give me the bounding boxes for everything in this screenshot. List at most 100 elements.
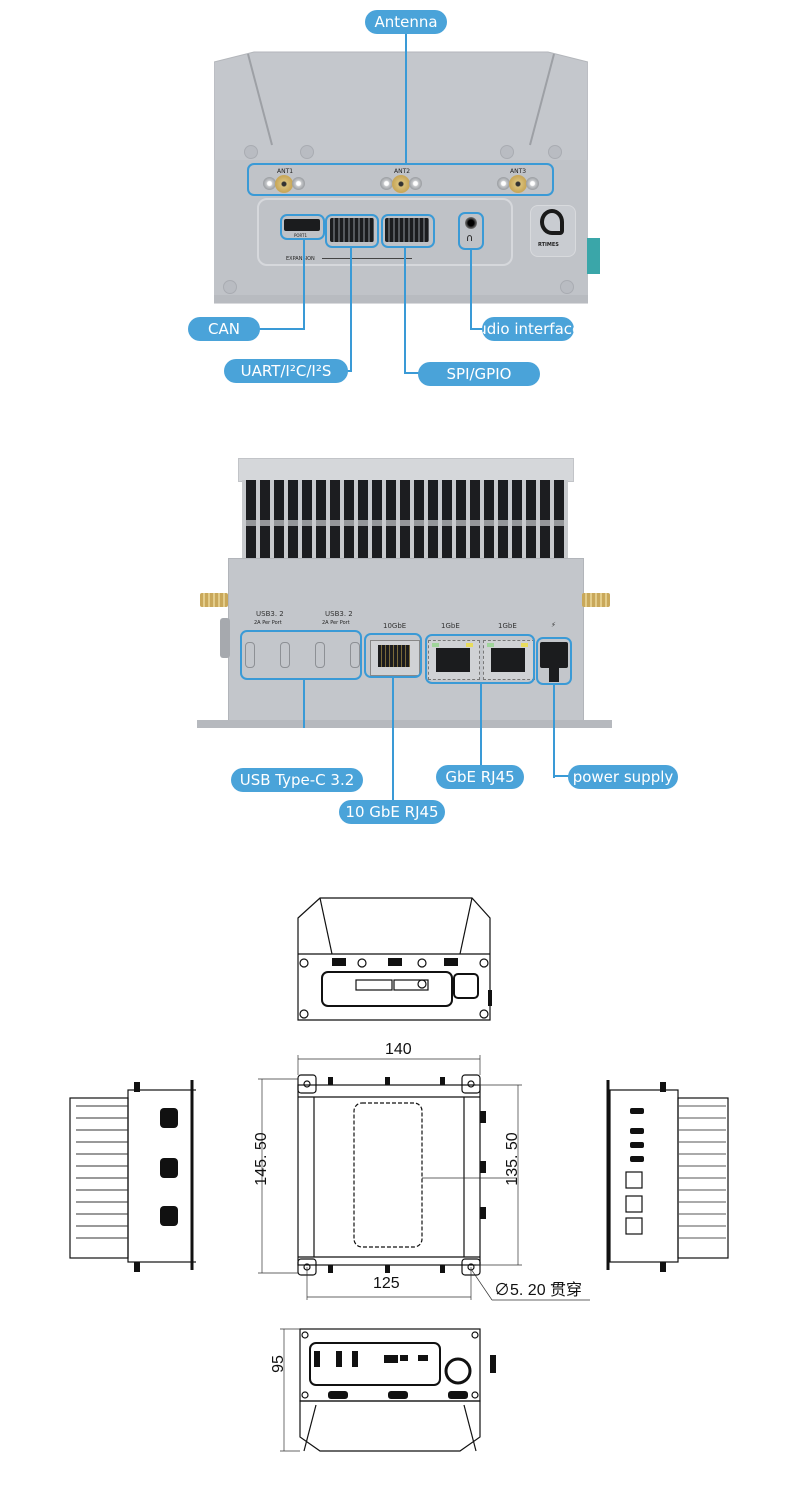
callout-audio: audio interface (482, 317, 574, 341)
front-panel-view: ANT1 ANT2 ANT3 PORT1 EXPANSION ∩ RTIMES … (0, 0, 790, 400)
sma-connector-ant2 (392, 175, 410, 193)
expansion-label: EXPANSION (286, 256, 315, 262)
rj45-1gbe-jack-1 (436, 648, 470, 672)
callout-gbe: GbE RJ45 (436, 765, 524, 789)
eth-1gbe-label-2: 1GbE (498, 622, 517, 630)
mount-flange (197, 720, 612, 728)
callout-can: CAN (188, 317, 260, 341)
usb-group1-sub: 2A Per Port (254, 620, 282, 626)
side-connector (587, 238, 600, 274)
power-leader (553, 685, 555, 778)
eth-10gbe-label: 10GbE (383, 622, 407, 630)
led-yellow (466, 643, 473, 647)
usb-c-port-4 (350, 642, 360, 668)
power-highlight (536, 637, 572, 685)
audio-leader (470, 250, 472, 330)
usb-group1-title: USB3. 2 (256, 610, 284, 618)
spi-leader (404, 248, 406, 374)
audio-leader-h (470, 328, 484, 330)
spi-port (385, 218, 429, 242)
callout-power: power supply (568, 765, 678, 789)
ten-gbe-highlight (364, 633, 422, 678)
logo-text: RTIMES (538, 242, 559, 248)
headphone-icon: ∩ (466, 233, 474, 244)
audio-jack (465, 217, 477, 229)
usb-group2-title: USB3. 2 (325, 610, 353, 618)
led-yellow (521, 643, 528, 647)
gbe-leader (480, 684, 482, 766)
spi-leader-h (404, 372, 422, 374)
screw (244, 145, 258, 159)
sma-nut (292, 177, 305, 190)
power-cable (549, 668, 559, 682)
dim-width-125: 125 (373, 1275, 400, 1292)
side-sma-left (200, 593, 228, 607)
sma-nut (263, 177, 276, 190)
can-highlight (280, 214, 325, 240)
callout-10gbe: 10 GbE RJ45 (339, 800, 445, 824)
screw (223, 280, 237, 294)
power-leader-h (553, 775, 569, 777)
can-leader (303, 240, 305, 329)
ant2-label: ANT2 (394, 168, 411, 175)
expansion-line (322, 258, 412, 259)
heatsink-top (238, 458, 574, 482)
rj45-1gbe-jack-2 (491, 648, 525, 672)
ant3-label: ANT3 (510, 168, 527, 175)
can-leader-h (255, 328, 305, 330)
dim-depth-95: 95 (270, 1355, 287, 1373)
audio-highlight (458, 212, 484, 250)
power-connector (540, 642, 568, 668)
usb-leader (303, 680, 305, 728)
heatsink-bar (242, 520, 568, 526)
drawing-front-view (297, 897, 492, 1021)
uart-highlight (325, 214, 379, 248)
dim-hole-note: ∅5. 20 贯穿 (494, 1282, 583, 1299)
drawing-left-side-view (69, 1080, 196, 1272)
port1-label: PORT1 (294, 233, 308, 238)
usb-highlight (240, 630, 362, 680)
sma-connector-ant1 (275, 175, 293, 193)
power-symbol: ⚡ (551, 621, 556, 629)
ant1-label: ANT1 (277, 168, 294, 175)
screw (548, 145, 562, 159)
uart-leader (350, 248, 352, 372)
rj45-10gbe-jack (378, 645, 410, 667)
drawing-right-side-view (606, 1080, 729, 1272)
usb-c-port-2 (280, 642, 290, 668)
screw (560, 280, 574, 294)
heatsink-fins (242, 480, 568, 558)
drawing-rear-view (280, 1328, 496, 1452)
rear-panel-view: USB3. 2 2A Per Port USB3. 2 2A Per Port … (0, 450, 790, 840)
led-green (432, 643, 439, 647)
uart-port (330, 218, 374, 242)
screw (500, 145, 514, 159)
sma-nut (380, 177, 393, 190)
antenna-highlight (247, 163, 554, 196)
dim-width-140: 140 (385, 1041, 412, 1058)
usb-c-port-3 (315, 642, 325, 668)
callout-usb: USB Type-C 3.2 (231, 768, 363, 792)
sma-connector-ant3 (509, 175, 527, 193)
callout-antenna: Antenna (365, 10, 447, 34)
side-knob (220, 618, 230, 658)
screw (300, 145, 314, 159)
callout-spi: SPI/GPIO (418, 362, 540, 386)
can-port (284, 219, 320, 231)
usb-c-port-1 (245, 642, 255, 668)
antenna-leader (405, 32, 407, 163)
sma-nut (497, 177, 510, 190)
ten-gbe-leader (392, 678, 394, 804)
side-sma-right (582, 593, 610, 607)
gbe-highlight (425, 634, 535, 684)
callout-uart: UART/I²C/I²S (224, 359, 348, 383)
spi-highlight (381, 214, 435, 248)
usb-group2-sub: 2A Per Port (322, 620, 350, 626)
sma-nut (526, 177, 539, 190)
dim-height-135-50: 135. 50 (504, 1132, 521, 1186)
dim-height-145-50: 145. 50 (253, 1132, 270, 1186)
sma-nut (409, 177, 422, 190)
drawing-top-view (258, 1055, 590, 1301)
eth-1gbe-label-1: 1GbE (441, 622, 460, 630)
led-green (487, 643, 494, 647)
